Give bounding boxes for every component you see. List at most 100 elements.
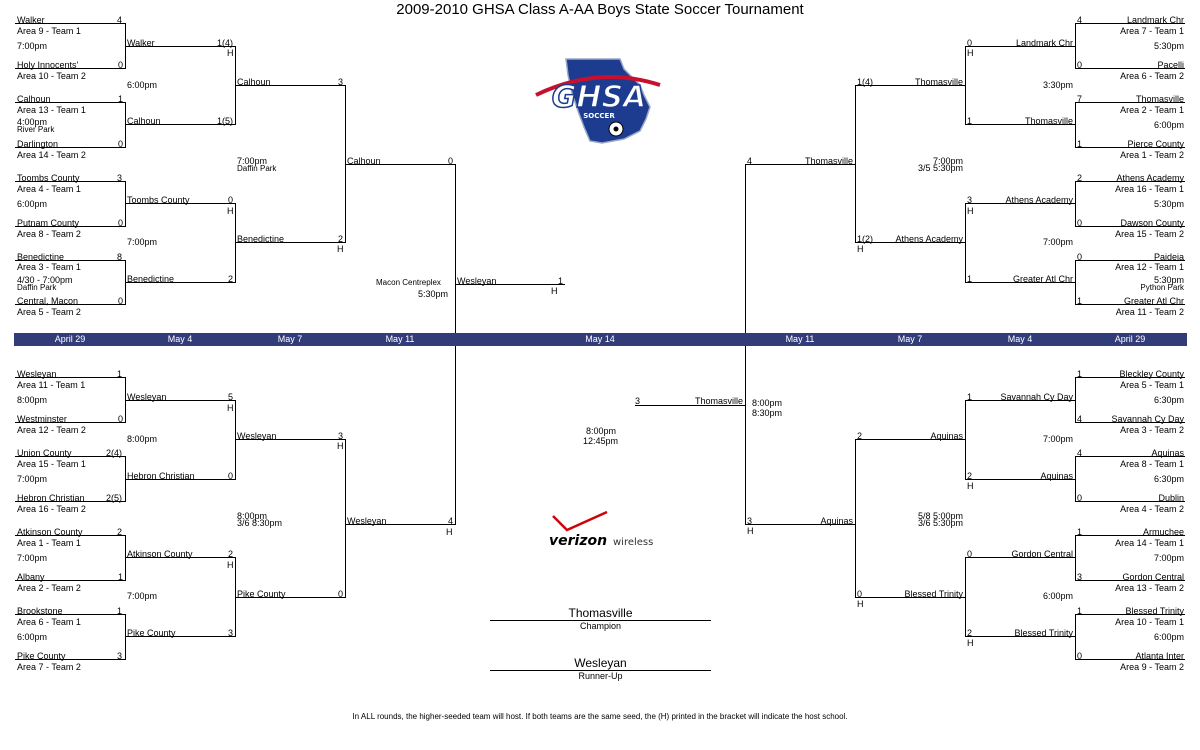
bracket-label: Area 1 - Team 2	[1120, 150, 1184, 160]
bracket-label: 0	[1077, 60, 1083, 70]
bracket-line	[1075, 260, 1185, 261]
bracket-label: Area 13 - Team 2	[1115, 583, 1184, 593]
bracket-line	[965, 46, 966, 125]
bracket-line	[965, 400, 966, 480]
bracket-label: 0	[338, 589, 344, 599]
bracket-label: Area 13 - Team 1	[17, 105, 86, 115]
bracket-label: Area 9 - Team 2	[1120, 662, 1184, 672]
bracket-label: Area 16 - Team 1	[1115, 184, 1184, 194]
bracket-label: Benedictine	[17, 252, 65, 262]
bracket-label: 1	[118, 572, 124, 582]
bracket-line	[1075, 68, 1185, 69]
bracket-label: Calhoun	[127, 116, 161, 126]
bracket-label: 0	[1077, 651, 1083, 661]
bracket-label: H	[227, 560, 234, 570]
bracket-line	[15, 102, 125, 103]
bracket-label: 1	[967, 392, 973, 402]
bracket-line	[345, 164, 455, 165]
bracket-label: 4	[117, 15, 123, 25]
bracket-label: 0	[118, 139, 124, 149]
bracket-label: Area 3 - Team 2	[1120, 425, 1184, 435]
bracket-label: Blessed Trinity	[904, 589, 963, 599]
bracket-label: Aquinas	[930, 431, 963, 441]
bracket-label: H	[227, 206, 234, 216]
bracket-label: 3/6 5:30pm	[917, 518, 963, 528]
bracket-label: 7:00pm	[17, 474, 48, 484]
bracket-label: 0	[967, 549, 973, 559]
bracket-label: 6:00pm	[1153, 120, 1184, 130]
bracket-line	[855, 439, 965, 440]
bracket-label: 2	[228, 274, 234, 284]
bracket-label: Area 8 - Team 2	[17, 229, 81, 239]
bracket-label: Area 2 - Team 1	[1120, 105, 1184, 115]
bracket-label: Benedictine	[127, 274, 175, 284]
bracket-line	[855, 597, 965, 598]
bracket-label: 3	[635, 396, 641, 406]
bracket-label: 5	[228, 392, 234, 402]
bracket-label: 2	[967, 628, 973, 638]
bracket-label: 4	[1077, 448, 1083, 458]
bracket-line	[125, 456, 126, 502]
bracket-label: Atlanta Inter	[1135, 651, 1184, 661]
bracket-line	[235, 203, 236, 283]
bracket-line	[1075, 580, 1185, 581]
page-title: 2009-2010 GHSA Class A-AA Boys State Soc…	[396, 1, 804, 18]
bracket-label: 3/5 5:30pm	[917, 163, 963, 173]
bracket-line	[235, 242, 345, 243]
bracket-line	[15, 304, 125, 305]
bracket-line	[1075, 377, 1185, 378]
round-date: May 7	[277, 334, 303, 344]
bracket-label: 5:30pm	[1153, 275, 1184, 285]
bracket-label: 0	[228, 195, 234, 205]
bracket-label: Brookstone	[17, 606, 63, 616]
round-date: May 4	[167, 334, 193, 344]
bracket-label: 3	[117, 173, 123, 183]
bracket-label: 6:00pm	[127, 80, 158, 90]
bracket-line	[125, 535, 126, 581]
bracket-label: Area 5 - Team 2	[17, 307, 81, 317]
bracket-label: Area 5 - Team 1	[1120, 380, 1184, 390]
round-date: May 11	[785, 334, 815, 344]
bracket-label: 2	[1077, 173, 1083, 183]
bracket-label: Armuchee	[1142, 527, 1184, 537]
bracket-line	[1075, 501, 1185, 502]
bracket-label: Area 6 - Team 1	[17, 617, 81, 627]
bracket-label: 7:00pm	[237, 156, 268, 166]
bracket-line	[1075, 102, 1076, 148]
bracket-line	[235, 400, 236, 480]
bracket-label: 1	[1077, 369, 1083, 379]
bracket-label: 0	[967, 38, 973, 48]
bracket-label: Daffin Park	[17, 283, 57, 292]
bracket-label: Wesleyan	[457, 276, 497, 286]
bracket-label: Atkinson County	[127, 549, 193, 559]
runner-up-name: Wesleyan	[574, 656, 627, 670]
bracket-line	[15, 580, 125, 581]
bracket-label: H	[446, 527, 453, 537]
bracket-line	[745, 164, 855, 165]
bracket-label: 6:30pm	[1153, 474, 1184, 484]
bracket-label: Hebron Christian	[127, 471, 195, 481]
bracket-label: 8:00pm	[752, 398, 783, 408]
bracket-label: Area 3 - Team 1	[17, 262, 81, 272]
bracket-label: 0	[118, 414, 124, 424]
bracket-label: 1	[118, 94, 124, 104]
bracket-label: 4:00pm	[17, 117, 48, 127]
bracket-label: Area 12 - Team 2	[17, 425, 86, 435]
bracket-label: Area 11 - Team 1	[17, 380, 86, 390]
bracket-label: Python Park	[1140, 283, 1184, 292]
bracket-line	[855, 242, 965, 243]
champion-label: Champion	[579, 621, 622, 631]
bracket-label: 4	[1077, 414, 1083, 424]
bracket-line	[125, 102, 126, 148]
bracket-label: 7:00pm	[1153, 553, 1184, 563]
bracket-label: Thomasville	[914, 77, 963, 87]
bracket-label: 5:30pm	[1153, 41, 1184, 51]
bracket-label: Area 14 - Team 2	[17, 150, 86, 160]
bracket-label: 3	[117, 651, 123, 661]
bracket-label: Albany	[17, 572, 45, 582]
bracket-label: Area 10 - Team 1	[1115, 617, 1184, 627]
ghsa-swoosh	[535, 75, 661, 97]
bracket-label: Landmark Chr	[1126, 15, 1184, 25]
bracket-label: Calhoun	[17, 94, 51, 104]
bracket-line	[1075, 535, 1185, 536]
